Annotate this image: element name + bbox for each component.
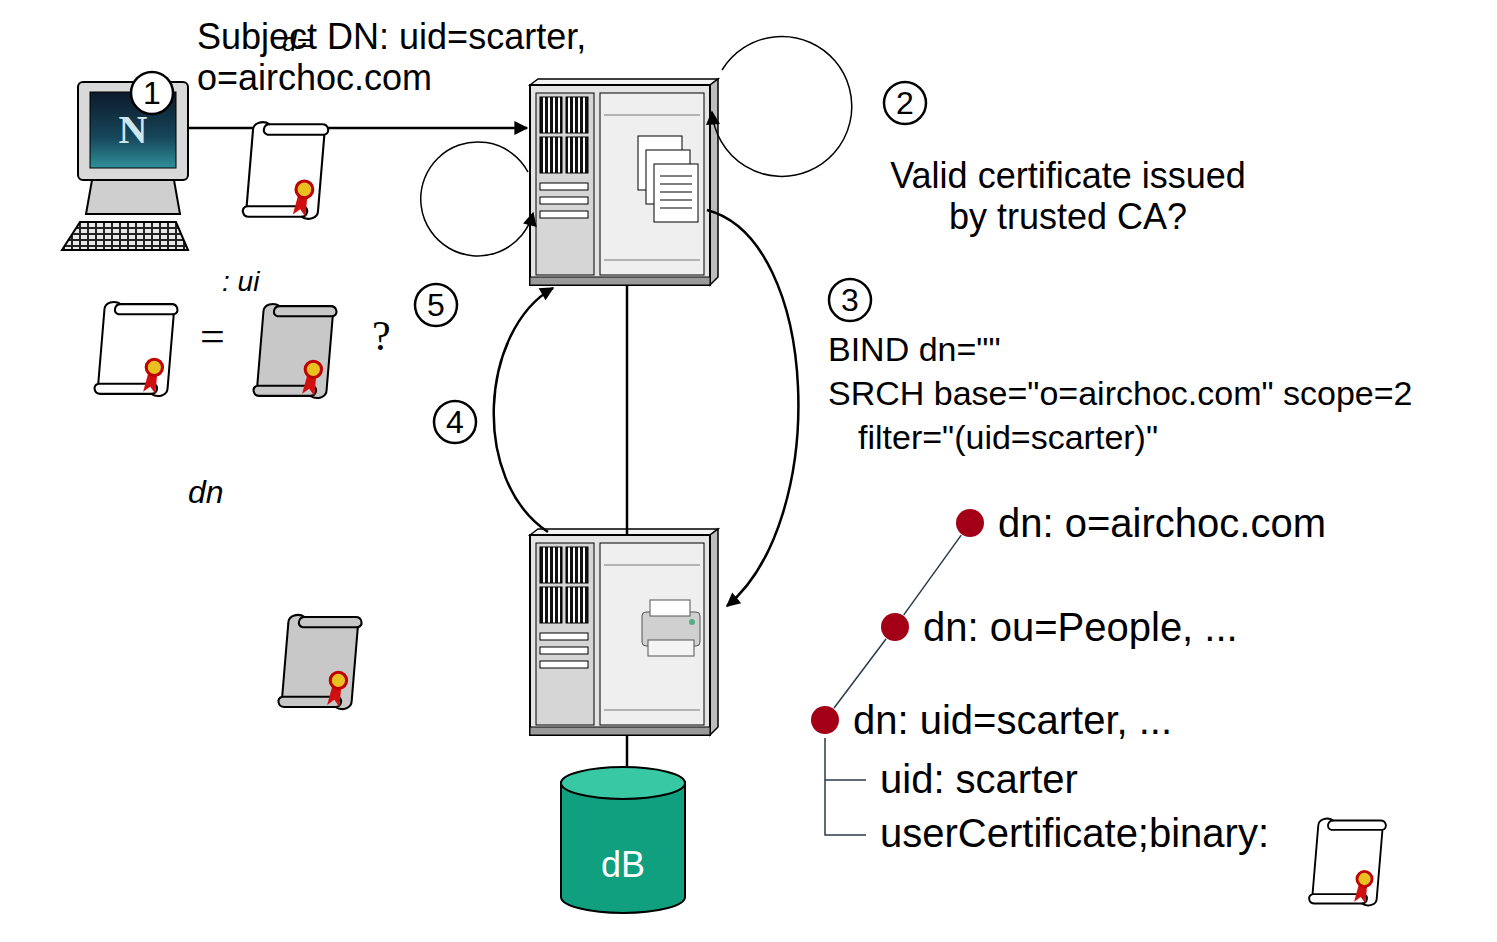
ldap-operation: filter="(uid=scarter)" [858, 418, 1158, 457]
document-stack [654, 164, 698, 222]
compare-symbol: ? [372, 312, 391, 360]
entry-text: dn: o=airchoc.com [998, 500, 1326, 546]
text-fragment: : ui [222, 266, 259, 298]
subject-dn: Subject DN: uid=scarter, o=airchoc.com [197, 16, 617, 99]
entry-dot [955, 508, 985, 538]
node-text: dB [601, 844, 645, 885]
document-stack [660, 192, 692, 193]
document-stack [660, 200, 692, 201]
compare-loop [421, 142, 533, 256]
tree-link [904, 535, 961, 615]
client-computer [86, 180, 180, 214]
check-note: Valid certificate issued by trusted CA? [868, 155, 1268, 238]
request-arrow [188, 127, 527, 130]
self-check-loop [712, 36, 852, 176]
text-fragment: d= [282, 28, 312, 58]
callout-number: 4 [435, 402, 475, 442]
logo-letter: N [119, 107, 148, 153]
entry-dot [956, 509, 984, 537]
certificate-icon [1309, 819, 1386, 906]
directory-entry: dn: ou=People, ... [880, 604, 1238, 650]
ldap-operation: SRCH base="o=airchoc.com" scope=2 [828, 374, 1413, 413]
certificate-icon [254, 304, 337, 398]
search-arrow [707, 210, 798, 606]
callout-number: 3 [830, 280, 870, 320]
bracket-line [825, 738, 866, 835]
entry-dot [811, 706, 839, 734]
tree-link [834, 639, 886, 708]
cylinder-outline [558, 765, 688, 915]
cylinder-top [561, 767, 685, 799]
directory-server [530, 529, 718, 735]
certificate-icon [243, 122, 328, 219]
directory-entry: dn: uid=scarter, ... [810, 697, 1172, 743]
callout-circles [434, 401, 476, 443]
callout-circles [829, 279, 871, 321]
document-stack [660, 208, 692, 209]
ldap-operation: BIND dn="" [828, 330, 1001, 369]
entry-dot [810, 705, 840, 735]
directory-icon [689, 619, 695, 625]
cylinder-body [561, 781, 685, 913]
callout-circles [884, 82, 926, 124]
web-server [530, 79, 718, 285]
compare-symbol: = [200, 312, 225, 363]
directory-entry: dn: o=airchoc.com [955, 500, 1326, 546]
database-cylinder: dB [558, 765, 688, 915]
entry-dot [881, 613, 909, 641]
attribute-text: uid: scarter [880, 756, 1078, 802]
result-arrow [494, 288, 553, 532]
certificate-icon [278, 615, 361, 709]
document-stack [638, 136, 698, 222]
entry-dot [880, 612, 910, 642]
entry-text: dn: uid=scarter, ... [853, 697, 1172, 743]
dn-note: dn [188, 474, 224, 511]
entry-text: dn: ou=People, ... [923, 604, 1238, 650]
callout-circles [415, 284, 457, 326]
directory-icon [648, 640, 694, 656]
callout-number: 5 [416, 285, 456, 325]
callout-circles [131, 72, 926, 443]
callout-number: 2 [885, 83, 925, 123]
certificate-icon [95, 302, 178, 396]
client-computer [62, 222, 188, 250]
directory-icon [650, 600, 690, 616]
storage-link [626, 735, 629, 766]
document-stack [660, 176, 692, 177]
directory-icon [642, 600, 700, 656]
network-link [626, 285, 629, 535]
document-stack [660, 184, 692, 185]
attribute-text: userCertificate;binary: [880, 810, 1269, 856]
